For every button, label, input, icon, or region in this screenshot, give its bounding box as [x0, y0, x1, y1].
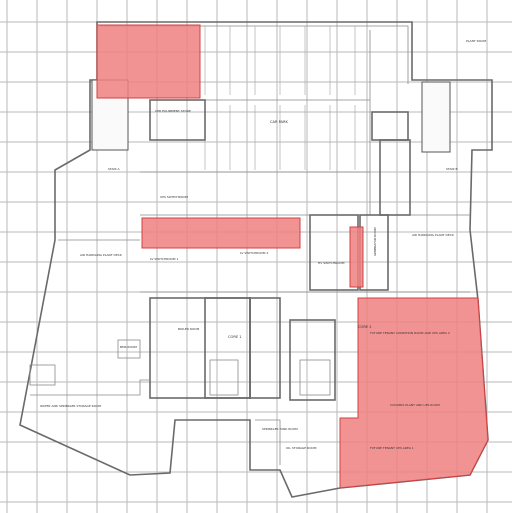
label-sprinkler-tank: SPRINKLER TANK ROOM — [262, 427, 298, 431]
label-generator-room: GENERATOR ROOM — [373, 227, 377, 256]
label-air-handling-right: AIR HANDLING PLANT DECK — [412, 233, 455, 237]
label-ups-room: UPS SWITCHROOM — [160, 195, 188, 199]
label-stair-a: STAIR A — [108, 167, 120, 171]
label-hv-switchroom: HV SWITCHROOM — [318, 261, 345, 265]
zone-switchroom — [141, 217, 301, 249]
label-future-tenant-1: FUTURE TENANT CONDITION ROOM AND UPS ARE… — [370, 331, 450, 335]
label-air-handling-left: AIR HANDLING PLANT DECK — [80, 253, 123, 257]
label-oil-store: OIL STORAGE ROOM — [286, 446, 317, 450]
zone-future-tenant — [339, 297, 489, 489]
car-park-bays — [200, 26, 371, 215]
label-chp-store: CHP EQUIPMENT STORE — [155, 109, 191, 113]
label-lv-switchroom-2: LV SWITCHROOM 2 — [240, 251, 268, 255]
building-outline — [19, 21, 493, 498]
label-stair-b: STAIR B — [446, 167, 458, 171]
zone-generator — [349, 226, 364, 288]
label-core-1: CORE 1 — [228, 335, 242, 339]
label-plant-room: PLANT ROOM — [466, 39, 486, 43]
label-lv-switchroom-1: LV SWITCHROOM 1 — [150, 257, 178, 261]
zone-plant-room-north — [96, 24, 201, 99]
label-car-park: CAR PARK — [270, 120, 288, 124]
room-labels: PLANT ROOM CAR PARK CHP EQUIPMENT STORE … — [40, 39, 486, 450]
label-sprinkler-store: WATER AND SPRINKLER STORAGE ROOM — [40, 404, 101, 408]
label-coolers: COOLERS PLANT AND UPS ROOM — [390, 403, 440, 407]
label-bms: BMS ROOM — [120, 345, 137, 349]
highlighted-zones — [96, 24, 489, 489]
label-boiler-room: BOILER ROOM — [178, 327, 200, 331]
label-future-tenant-2: FUTURE TENANT UPS AREA 1 — [370, 446, 414, 450]
label-core-2: CORE 2 — [358, 325, 372, 329]
